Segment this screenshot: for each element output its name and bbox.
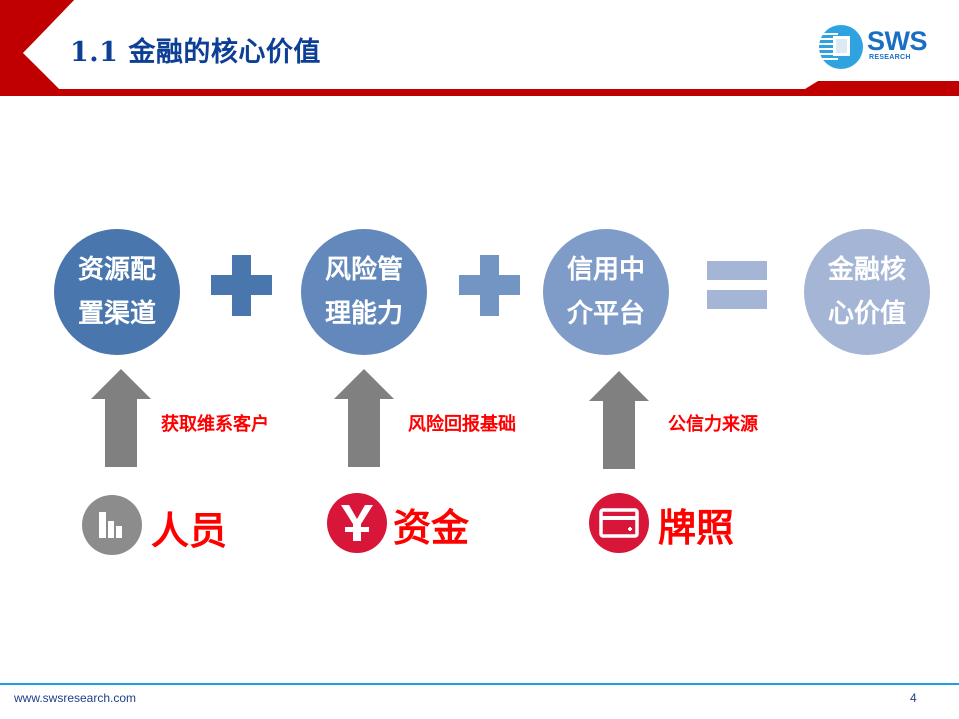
up-arrow-icon xyxy=(334,369,394,467)
term-line1: 信用中 xyxy=(566,255,645,285)
page-title: 1.1 金融的核心价值 xyxy=(70,37,321,68)
footer-divider xyxy=(0,683,959,685)
up-arrow-icon xyxy=(91,369,151,467)
plus-icon xyxy=(459,255,520,316)
term-line2: 置渠道 xyxy=(77,299,156,329)
support-people: 人员 xyxy=(151,509,228,553)
term-line1: 风险管 xyxy=(324,255,403,285)
equals-icon xyxy=(707,261,767,310)
footer-url[interactable]: www.swsresearch.com xyxy=(14,691,137,705)
header-decoration xyxy=(0,0,959,96)
sws-logo-icon xyxy=(819,25,863,69)
term-resource-allocation: 资源配 置渠道 xyxy=(54,229,180,355)
arrow-label-risk-return: 风险回报基础 xyxy=(408,414,516,435)
arrow-label-customers: 获取维系客户 xyxy=(161,414,269,435)
arrow-label-credibility: 公信力来源 xyxy=(668,414,758,435)
term-line1: 资源配 xyxy=(77,255,156,285)
term-risk-management: 风险管 理能力 xyxy=(301,229,427,355)
result-financial-core-value: 金融核 心价值 xyxy=(804,229,930,355)
bar-chart-icon xyxy=(82,495,142,555)
support-license: 牌照 xyxy=(658,506,735,550)
support-capital: 资金 xyxy=(393,506,470,550)
logo-subtitle: RESEARCH xyxy=(869,54,911,61)
term-credit-intermediary: 信用中 介平台 xyxy=(543,229,669,355)
up-arrow-icon xyxy=(589,371,649,469)
term-line2: 介平台 xyxy=(566,299,645,329)
yen-icon xyxy=(327,493,387,553)
plus-icon xyxy=(211,255,272,316)
result-line1: 金融核 xyxy=(827,255,906,285)
card-icon xyxy=(589,493,649,553)
logo-wordmark: SWS xyxy=(867,26,928,56)
page-number: 4 xyxy=(910,691,917,705)
term-line2: 理能力 xyxy=(324,299,403,329)
sws-logo: SWS RESEARCH xyxy=(818,24,938,72)
result-line2: 心价值 xyxy=(827,299,906,329)
